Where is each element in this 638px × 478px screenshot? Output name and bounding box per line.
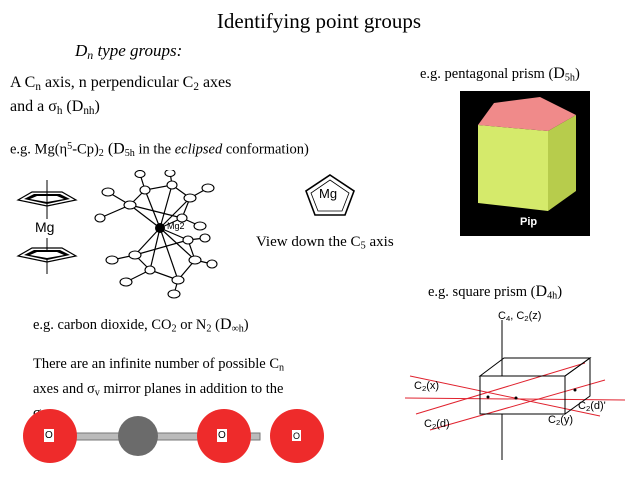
prism-top-face	[478, 97, 576, 131]
bottom-cp-ring	[16, 247, 78, 263]
mg2-label: Mg2	[167, 221, 185, 231]
sandwich-diagram	[16, 180, 78, 274]
square-caption: e.g. square prism (D4h)	[428, 283, 563, 302]
dn-definition: A Cn axis, n perpendicular C2 axes and a…	[10, 74, 232, 117]
pip-label: Pip	[520, 216, 538, 228]
c2d-right-axis-label: C2(d)'	[578, 400, 606, 413]
mg-label: Mg	[33, 219, 57, 235]
mg-ring-label: Mg	[319, 186, 338, 201]
mg-example-text: e.g. Mg(η5-Cp)2 (D5h in the eclipsed con…	[10, 140, 309, 160]
slide-title: Identifying point groups	[216, 9, 422, 33]
crystal-structure-diagram	[94, 170, 218, 299]
prism-front-face	[478, 125, 548, 211]
c2y-axis-label: C2(y)	[548, 414, 574, 427]
c2x-axis-label: C2(x)	[414, 380, 440, 393]
oxygen-label-left: O	[45, 430, 53, 441]
co2-molecule	[23, 409, 324, 463]
co2-caption: e.g. carbon dioxide, CO2 or N2 (D∞h)	[33, 316, 249, 335]
square-prism-axes-diagram	[404, 320, 626, 460]
pentagonal-caption: e.g. pentagonal prism (D5h)	[420, 65, 580, 84]
mg-pentagon-ring	[305, 174, 355, 216]
prism-box-side	[564, 357, 591, 415]
view-caption: View down the C5 axis	[256, 234, 394, 252]
dn-subtitle: Dn type groups:	[75, 41, 183, 62]
c4-axis-label: C4, C2(z)	[498, 310, 542, 323]
oxygen-label-right: O	[218, 430, 226, 441]
oxygen-label-separate: O	[293, 431, 301, 441]
carbon-atom	[118, 416, 158, 456]
c2d-left-axis-label: C2(d)	[424, 418, 450, 431]
prism-box-top	[478, 357, 592, 377]
infinite-axes-text: There are an infinite number of possible…	[33, 356, 285, 423]
pentagonal-prism-image: Pip	[460, 91, 590, 236]
prism-side-face	[548, 115, 576, 211]
top-cp-ring	[16, 191, 78, 207]
